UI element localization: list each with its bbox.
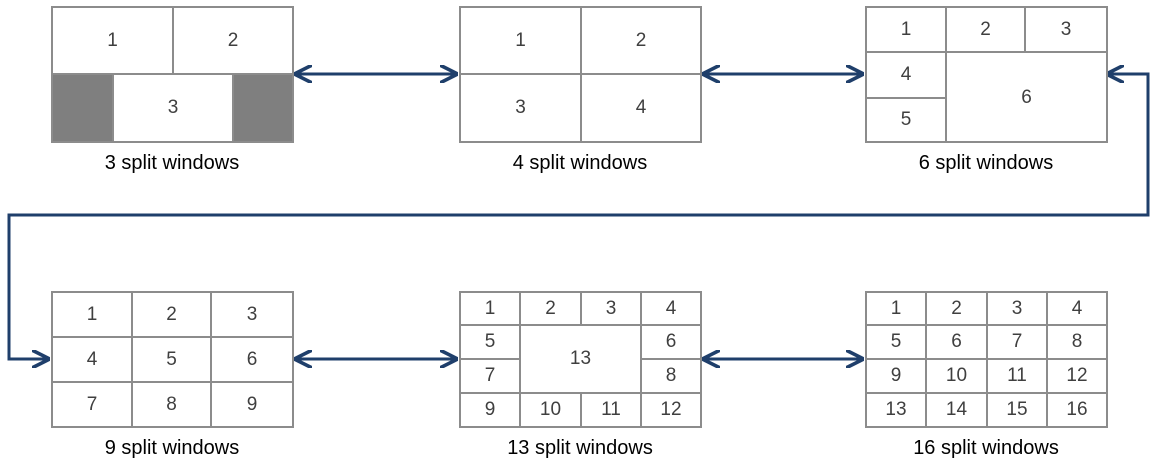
window-cell: 13: [521, 326, 642, 394]
window-cell: 4: [53, 338, 133, 383]
window-cell: 13: [867, 394, 927, 426]
layout-caption: 6 split windows: [918, 152, 1054, 174]
window-cell: 4: [867, 53, 947, 99]
window-cell: 7: [53, 383, 133, 426]
window-cell: 4: [642, 293, 700, 326]
window-cell: 2: [174, 8, 292, 75]
window-cell: 8: [642, 360, 700, 394]
layout-caption: 3 split windows: [104, 152, 240, 174]
window-cell: 6: [642, 326, 700, 360]
layout-4-split: 1 2 3 4: [459, 6, 702, 143]
window-cell: 2: [521, 293, 582, 326]
window-cell: 6: [212, 338, 292, 383]
window-cell: 5: [133, 338, 212, 383]
window-cell: 4: [1048, 293, 1106, 326]
window-cell: 5: [461, 326, 521, 360]
window-cell: 9: [212, 383, 292, 426]
window-cell: 1: [867, 293, 927, 326]
layout-6-split: 1 2 3 4 5 6: [865, 6, 1108, 143]
window-cell: 2: [927, 293, 988, 326]
window-cell: 16: [1048, 394, 1106, 426]
window-cell: 2: [133, 293, 212, 338]
window-cell: 1: [867, 8, 947, 53]
window-cell: 4: [582, 75, 700, 141]
window-cell: 11: [988, 360, 1048, 394]
window-cell: 9: [867, 360, 927, 394]
arrow-6-9: [7, 74, 1150, 359]
window-cell: 3: [212, 293, 292, 338]
window-cell: 1: [461, 293, 521, 326]
window-cell: 1: [461, 8, 582, 75]
window-cell: 14: [927, 394, 988, 426]
layout-13-split: 1 2 3 4 5 6 7 8 9 10 11 12 13: [459, 291, 702, 428]
window-cell: 1: [53, 293, 133, 338]
window-cell: 10: [927, 360, 988, 394]
window-cell: 15: [988, 394, 1048, 426]
window-cell: 3: [988, 293, 1048, 326]
window-cell: 12: [642, 394, 700, 426]
window-cell: 2: [947, 8, 1026, 53]
layout-caption: 9 split windows: [104, 437, 240, 459]
window-cell: 7: [988, 326, 1048, 360]
window-cell: 8: [1048, 326, 1106, 360]
window-cell: 8: [133, 383, 212, 426]
layout-caption: 13 split windows: [507, 437, 653, 459]
window-cell: 5: [867, 99, 947, 141]
window-cell: 12: [1048, 360, 1106, 394]
window-cell: 10: [521, 394, 582, 426]
layout-9-split: 1 2 3 4 5 6 7 8 9: [51, 291, 294, 428]
layout-16-split: 1 2 3 4 5 6 7 8 9 10 11 12 13 14 15 16: [865, 291, 1108, 428]
window-cell: 5: [867, 326, 927, 360]
window-cell: 3: [461, 75, 582, 141]
window-cell: 11: [582, 394, 642, 426]
layout-3-split: 1 2 3: [51, 6, 294, 143]
window-cell: 3: [1026, 8, 1106, 53]
filler-block: [234, 75, 292, 141]
window-cell: 9: [461, 394, 521, 426]
layout-caption: 4 split windows: [512, 152, 648, 174]
window-cell: 2: [582, 8, 700, 75]
layout-caption: 16 split windows: [913, 437, 1059, 459]
window-cell: 3: [114, 75, 234, 141]
window-cell: 6: [927, 326, 988, 360]
filler-block: [53, 75, 114, 141]
window-cell: 6: [947, 53, 1106, 141]
window-cell: 7: [461, 360, 521, 394]
window-cell: 3: [582, 293, 642, 326]
window-cell: 1: [53, 8, 174, 75]
